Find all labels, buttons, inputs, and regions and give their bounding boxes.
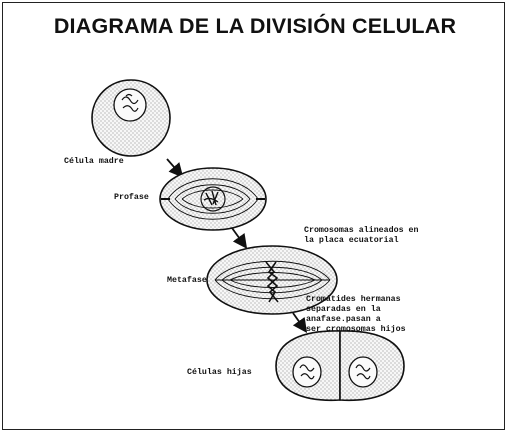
label-cromatides: Cromátides hermanas separadas en la anaf… — [306, 295, 406, 335]
profase-cell — [160, 168, 266, 230]
arrow-to-celulas-hijas — [293, 313, 305, 330]
arrow-to-metafase — [232, 228, 245, 246]
daughter-cells — [276, 331, 404, 400]
label-cromosomas-alineados: Cromosomas alineados en la placa ecuator… — [304, 226, 419, 246]
label-celula-madre: Célula madre — [64, 157, 124, 167]
label-metafase: Metafase — [167, 276, 207, 286]
label-celulas-hijas: Células hijas — [187, 368, 252, 378]
arrow-to-profase — [167, 159, 181, 175]
mother-cell — [92, 80, 170, 156]
label-profase: Profase — [114, 193, 149, 203]
